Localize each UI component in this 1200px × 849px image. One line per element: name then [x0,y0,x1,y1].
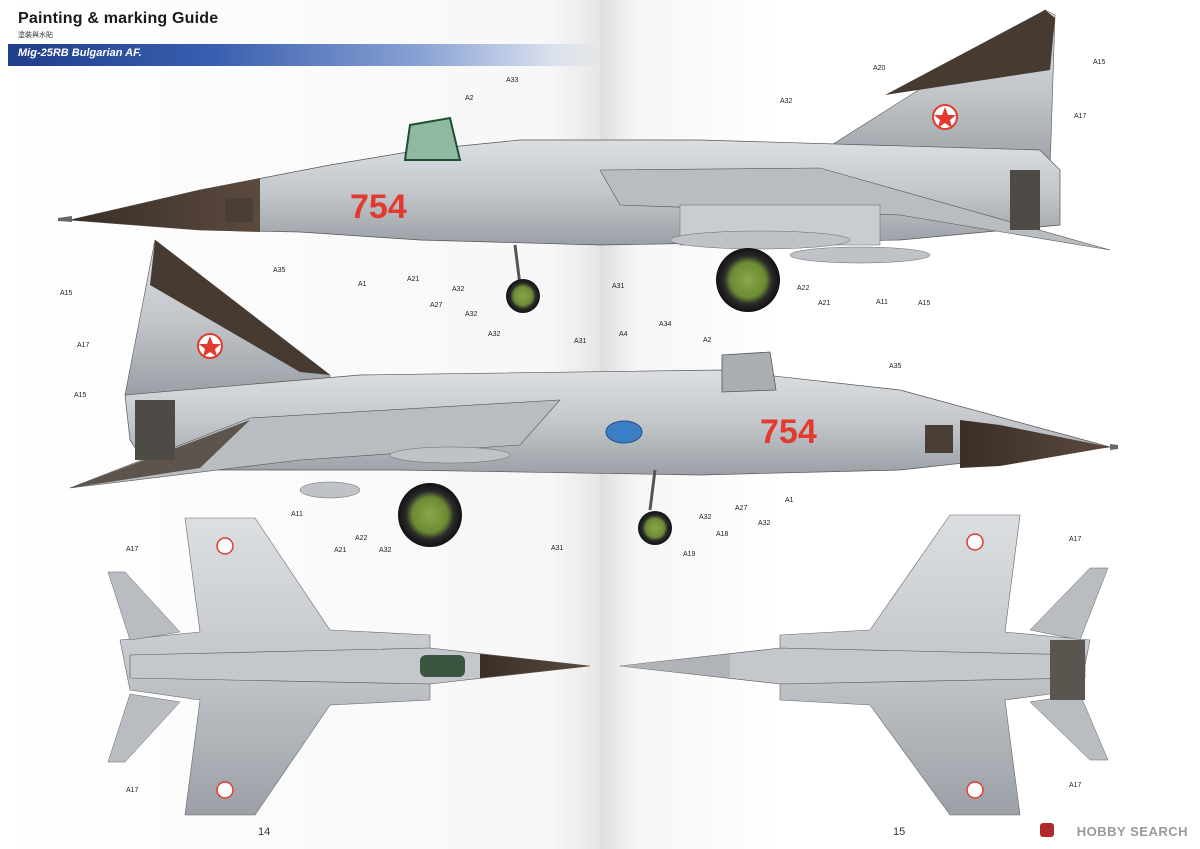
callout-label: A21 [334,547,347,554]
side-view-right-facing: 754 [69,239,1118,547]
callout-label: A21 [818,300,831,307]
callout-label: A35 [889,363,902,370]
page-subtitle: 塗裝與水貼 [18,32,53,39]
callout-label: A15 [60,290,73,297]
callout-label: A32 [488,331,501,338]
callout-label: A35 [273,267,286,274]
tail-number-side1: 754 [350,188,407,226]
callout-label: A31 [574,338,587,345]
callout-label: A31 [551,545,564,552]
callout-label: A32 [780,98,793,105]
callout-label: A21 [407,276,420,283]
callout-label: A32 [758,520,771,527]
callout-label: A2 [703,337,712,344]
callout-label: A4 [619,331,628,338]
callout-label: A18 [716,531,729,538]
side-view-left-facing: 754 [58,9,1111,313]
callout-label: A15 [1093,59,1106,66]
page-number-right: 15 [893,826,906,838]
page-number-left: 14 [258,826,271,838]
callout-label: A1 [785,497,794,504]
callout-label: A11 [291,511,303,518]
banner-label: Mig-25RB Bulgarian AF. [18,47,142,59]
callout-label: A2 [465,95,474,102]
callout-label: A22 [355,535,368,542]
bottom-view [619,514,1109,816]
callout-label: A31 [612,283,625,290]
hobby-search-logo-icon [1040,823,1054,837]
callout-label: A11 [876,299,888,306]
callout-label: A32 [452,286,465,293]
tail-number-side2: 754 [760,413,817,451]
page-title: Painting & marking Guide [18,10,219,27]
callout-label: A17 [1069,782,1082,789]
section-banner [8,44,600,66]
callout-label: A19 [683,551,696,558]
watermark: HOBBY SEARCH [1076,824,1188,839]
callout-label: A15 [74,392,87,399]
top-view [107,517,591,816]
callout-label: A15 [918,300,931,307]
callout-label: A17 [77,342,90,349]
callout-label: A34 [659,321,672,328]
callout-label: A17 [1074,113,1087,120]
callout-label: A32 [379,547,392,554]
callout-label: A22 [797,285,810,292]
callout-label: A20 [873,65,886,72]
callout-label: A1 [358,281,367,288]
callout-label: A17 [126,787,139,794]
callout-label: A33 [506,77,519,84]
callout-label: A32 [465,311,478,318]
callout-label: A27 [430,302,443,309]
callout-label: A17 [1069,536,1082,543]
callout-label: A32 [699,514,712,521]
callout-label: A17 [126,546,139,553]
callout-label: A27 [735,505,748,512]
